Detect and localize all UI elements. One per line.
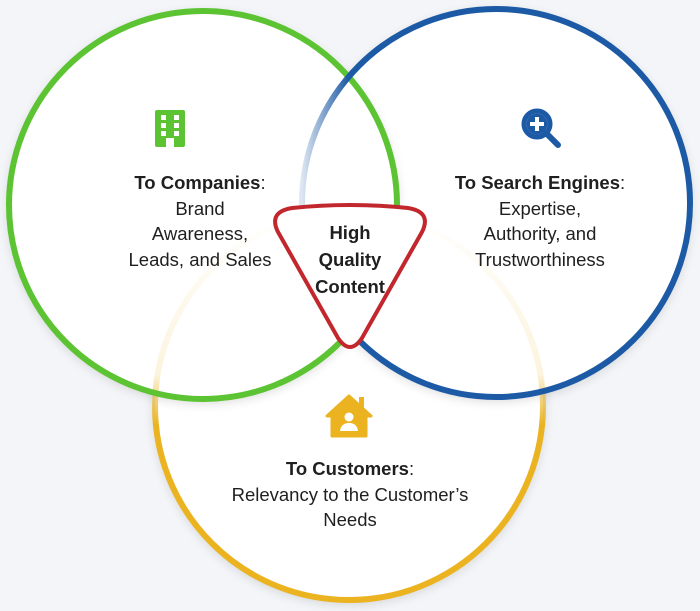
center-line: High [329,222,371,243]
search-engines-label: To Search Engines: Expertise, Authority,… [400,170,680,272]
building-icon [155,110,185,147]
customers-heading: To Customers [285,458,409,479]
search-engines-heading: To Search Engines [454,172,621,193]
companies-line: Leads, and Sales [128,248,272,270]
magnifier-plus-icon [521,108,561,148]
companies-label: To Companies: Brand Awareness, Leads, an… [60,170,340,272]
search-engines-line: Authority, and [483,223,597,244]
customers-line: Relevancy to the Customer’s [231,483,469,505]
search-engines-circle-fill [302,9,690,397]
customers-line: Needs [323,509,377,530]
customers-label: To Customers: Relevancy to the Customer’… [200,456,500,533]
center-line: Content [315,276,385,297]
search-engines-line: Trustworthiness [475,248,605,270]
search-engines-line: Expertise, [498,197,582,219]
center-label: High Quality Content [300,219,400,300]
search-engines-circle [299,6,693,400]
companies-line: Awareness, [151,223,249,244]
center-triangle [273,203,427,349]
center-line: Quality [318,249,382,270]
companies-circle-fill [9,11,397,399]
companies-heading: To Companies [134,172,261,193]
companies-line: Brand [175,197,225,219]
house-person-icon [325,394,373,438]
